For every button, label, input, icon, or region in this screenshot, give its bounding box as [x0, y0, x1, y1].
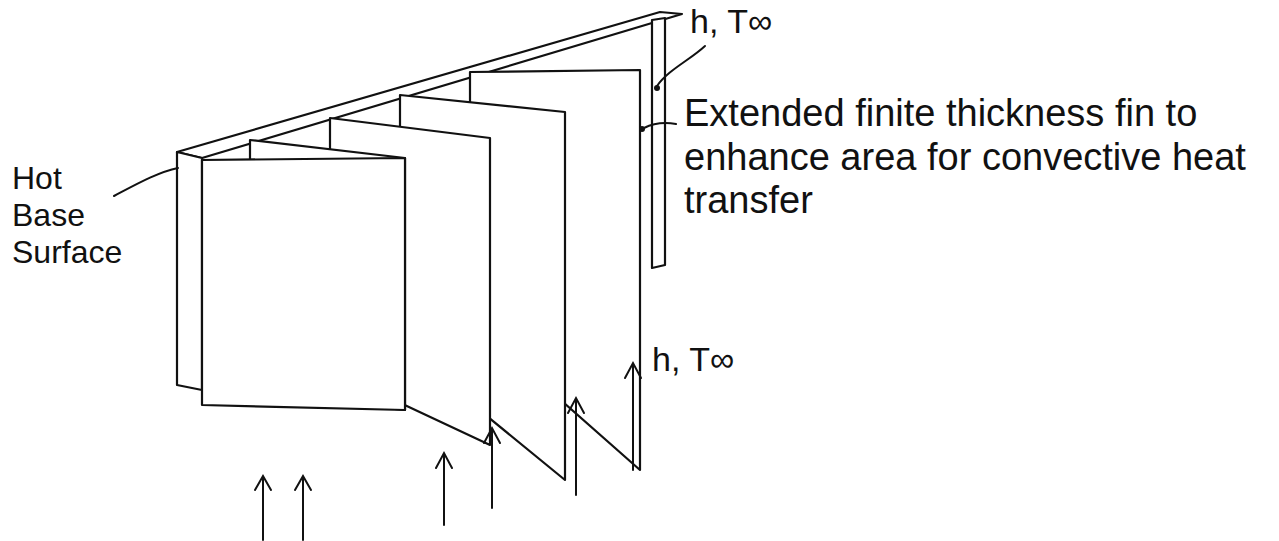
leader-line — [644, 123, 676, 128]
flow-arrow — [436, 453, 452, 525]
fin — [652, 18, 665, 268]
convection-label: h, T∞ — [690, 2, 850, 41]
leader-dot — [639, 126, 645, 132]
flow-arrow — [255, 476, 271, 540]
fin-front — [202, 158, 405, 410]
leader-line — [657, 46, 705, 86]
base-front — [177, 152, 202, 390]
flow-arrow — [295, 476, 311, 540]
base-label: Hot Base Surface — [12, 160, 132, 270]
flow-arrow — [625, 363, 641, 470]
convection-label: h, T∞ — [652, 340, 812, 379]
leader-dot — [654, 85, 660, 91]
flow-arrow — [568, 398, 584, 495]
fin-note: Extended finite thickness fin to enhance… — [684, 92, 1272, 223]
leader-line — [114, 168, 178, 196]
flow-arrow — [484, 428, 500, 508]
